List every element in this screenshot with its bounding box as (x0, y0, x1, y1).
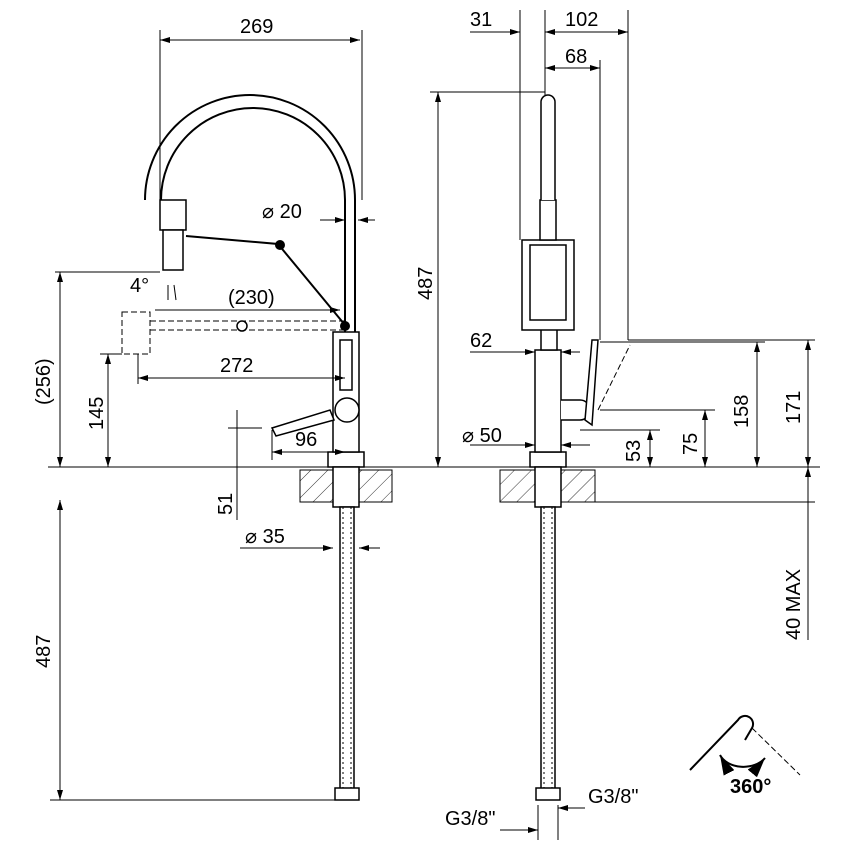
rotation-label: 360° (730, 776, 771, 798)
dim-75: 75 (680, 433, 702, 455)
dim-hose-length: 487 (33, 635, 55, 668)
dim-inlet-left: G3/8" (445, 808, 495, 830)
dim-body-diameter: ⌀ 50 (462, 425, 502, 447)
front-view (50, 30, 393, 801)
lever-handle (270, 409, 336, 437)
dim-inlet-right: G3/8" (588, 786, 638, 808)
side-view (430, 10, 815, 840)
rotation-360-icon (689, 714, 801, 778)
dim-outlet-height: 145 (86, 397, 108, 430)
faucet-body-side (534, 349, 562, 453)
dim-base-diameter: ⌀ 35 (245, 526, 285, 548)
dim-offset-left: 31 (470, 9, 492, 31)
dim-max-counter: 40 MAX (783, 569, 805, 640)
dim-offset-right: 102 (565, 9, 598, 31)
dim-handle-height: 51 (215, 493, 237, 515)
dim-pulled-height: (256) (33, 358, 55, 405)
supply-hose (339, 506, 355, 798)
supply-hose-side (540, 506, 556, 798)
dim-158: 158 (731, 395, 753, 428)
dim-total-height: 487 (415, 267, 437, 300)
dim-reach: 272 (220, 355, 253, 377)
dim-body-reach: 62 (470, 330, 492, 352)
dim-handle-offset: 68 (565, 46, 587, 68)
dim-handle-reach: 96 (295, 429, 317, 451)
lever-handle-side (584, 339, 599, 427)
dim-spray-angle: 4° (130, 275, 149, 297)
dim-171: 171 (783, 391, 805, 424)
dim-width: 269 (240, 16, 273, 38)
dim-pulled-reach: (230) (228, 287, 275, 309)
spout-side (540, 94, 556, 200)
dim-53: 53 (623, 440, 645, 462)
spray-head (162, 229, 184, 271)
dim-spout-diameter: ⌀ 20 (262, 201, 302, 223)
